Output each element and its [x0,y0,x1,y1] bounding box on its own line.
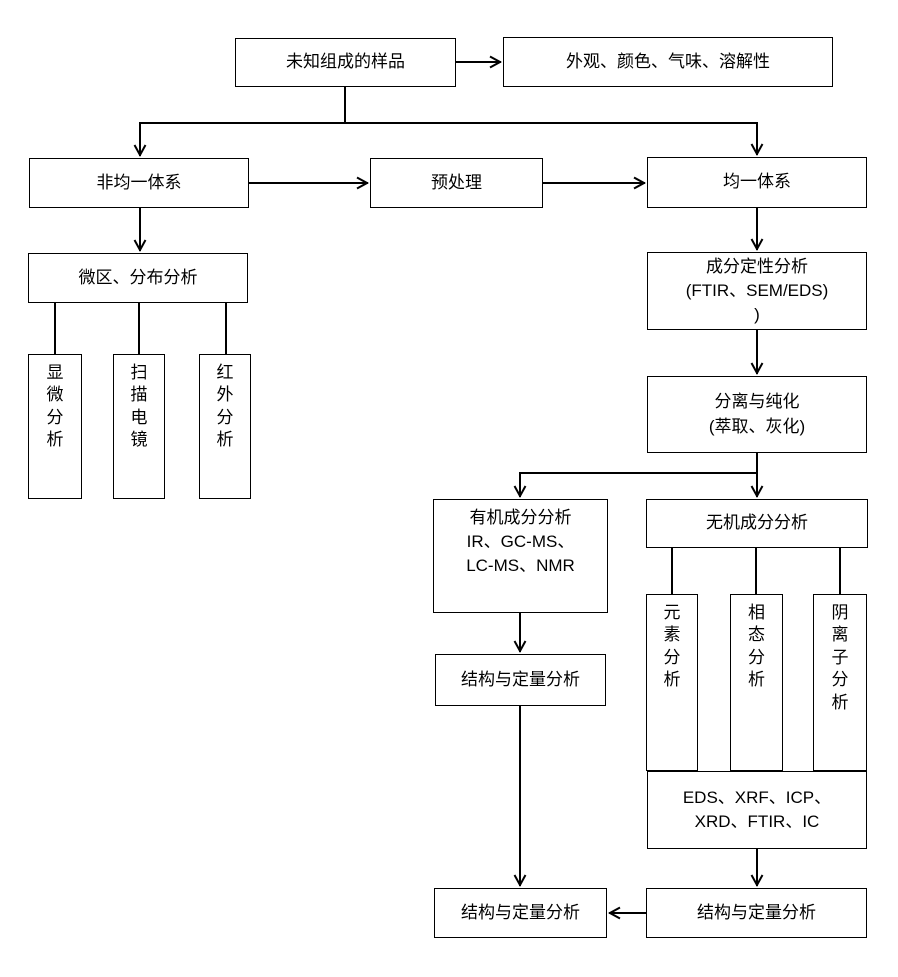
node-qualitative: 成分定性分析 (FTIR、SEM/EDS) ) [647,252,867,330]
node-unknown-sample: 未知组成的样品 [235,38,456,87]
node-methods-line1: EDS、XRF、ICP、 [682,787,832,807]
node-separation-line2: (萃取、灰化) [708,416,806,436]
node-inorganic: 无机成分分析 [646,499,868,548]
node-structure-quant-mid-label: 结构与定量分析 [461,669,580,689]
node-organic: 有机成分分析 IR、GC-MS、 LC-MS、NMR [433,499,608,613]
node-separation: 分离与纯化 (萃取、灰化) [647,376,867,453]
node-homogeneous-label: 均一体系 [723,172,791,192]
node-observation: 外观、颜色、气味、溶解性 [503,37,833,87]
node-pretreatment-label: 预处理 [431,172,482,192]
node-structure-quant-left-label: 结构与定量分析 [461,902,580,922]
node-organic-line2: IR、GC-MS、 [466,532,575,552]
node-infrared: 红外分析 [199,354,251,499]
node-microscopic-label: 显微分析 [46,363,64,450]
node-element: 元素分析 [646,594,698,771]
node-methods: EDS、XRF、ICP、 XRD、FTIR、IC [647,771,867,849]
node-organic-line3: LC-MS、NMR [466,556,575,576]
node-structure-quant-right-label: 结构与定量分析 [697,902,816,922]
node-micro-area-label: 微区、分布分析 [78,267,198,287]
node-heterogeneous: 非均一体系 [29,158,249,208]
node-qualitative-line3: ) [754,305,760,325]
node-homogeneous: 均一体系 [647,157,867,208]
node-methods-line2: XRD、FTIR、IC [694,812,820,831]
node-structure-quant-mid: 结构与定量分析 [435,654,606,706]
node-phase: 相态分析 [730,594,783,771]
node-microscopic: 显微分析 [28,354,82,499]
node-structure-quant-left: 结构与定量分析 [434,888,607,938]
node-structure-quant-right: 结构与定量分析 [646,888,867,938]
node-phase-label: 相态分析 [747,603,765,690]
node-element-label: 元素分析 [663,603,681,690]
node-sem: 扫描电镜 [113,354,165,499]
node-pretreatment: 预处理 [370,158,543,208]
node-heterogeneous-label: 非均一体系 [96,172,182,192]
node-unknown-sample-label: 未知组成的样品 [286,52,405,72]
node-inorganic-label: 无机成分分析 [706,513,808,533]
node-infrared-label: 红外分析 [216,363,234,450]
node-organic-line1: 有机成分分析 [469,508,572,527]
node-observation-label: 外观、颜色、气味、溶解性 [566,51,770,71]
node-qualitative-line2: (FTIR、SEM/EDS) [685,280,829,300]
node-micro-area: 微区、分布分析 [28,253,248,303]
node-separation-line1: 分离与纯化 [714,392,800,412]
node-anion: 阴离子分析 [813,594,867,771]
node-sem-label: 扫描电镜 [130,363,148,450]
node-anion-label: 阴离子分析 [831,603,849,712]
node-qualitative-line1: 成分定性分析 [706,256,808,276]
